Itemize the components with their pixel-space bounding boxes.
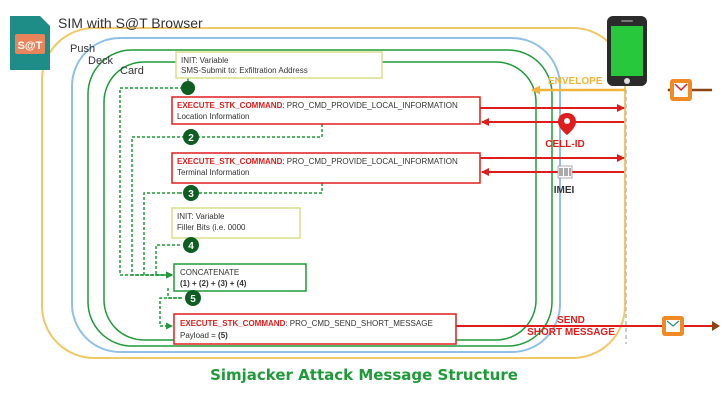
cmd3-sub-prefix: Payload = [180, 331, 218, 340]
location-pin-icon [558, 113, 576, 135]
flow-lines [119, 87, 323, 330]
init-filler-box [171, 207, 301, 239]
cmd2-sub: Terminal Information [177, 168, 249, 177]
diagram-caption: Simjacker Attack Message Structure [210, 366, 518, 384]
app-title: SIM with S@T Browser [58, 15, 203, 31]
send-sms-arrowhead [712, 321, 720, 331]
cmd1-keyword: EXECUTE_STK_COMMAND [177, 101, 283, 110]
init2-line2: Filler Bits (i.e. 0000 [177, 223, 246, 232]
init1-line1: INIT: Variable [181, 56, 229, 65]
cmd2-rest: : PRO_CMD_PROVIDE_LOCAL_INFORMATION [282, 157, 458, 166]
cmd3-sub-bold: (5) [218, 331, 228, 340]
start-node [181, 81, 195, 95]
init2-line1: INIT: Variable [177, 212, 225, 221]
cmd1-sub: Location Information [177, 112, 250, 121]
step-5-node: 5 [185, 290, 201, 306]
step-3-node: 3 [183, 185, 199, 201]
sim-icon-label: S@T [18, 40, 43, 52]
phone-icon [607, 16, 647, 86]
concat-line2: (1) + (2) + (3) + (4) [180, 279, 247, 288]
cmd1-rest: : PRO_CMD_PROVIDE_LOCAL_INFORMATION [282, 101, 458, 110]
send-label-line2: SHORT MESSAGE [527, 327, 615, 338]
cmd1-title: EXECUTE_STK_COMMAND: PRO_CMD_PROVIDE_LOC… [177, 101, 458, 110]
cmd2-title: EXECUTE_STK_COMMAND: PRO_CMD_PROVIDE_LOC… [177, 157, 458, 166]
deck-label: Deck [88, 55, 114, 67]
step-5-label: 5 [190, 294, 196, 305]
cmd3-sub: Payload = (5) [180, 331, 228, 340]
cell-id-label: CELL-ID [545, 139, 584, 150]
concat-line1: CONCATENATE [180, 268, 239, 277]
outgoing-sms-icon [662, 316, 684, 336]
cmd2-keyword: EXECUTE_STK_COMMAND [177, 157, 283, 166]
init1-line2: SMS-Submit to: Exfiltration Address [181, 66, 308, 75]
push-frame [71, 37, 561, 353]
step-4-node: 4 [183, 237, 199, 253]
init-variable-box [175, 51, 383, 79]
cmd3-title: EXECUTE_STK_COMMAND: PRO_CMD_SEND_SHORT_… [180, 319, 433, 328]
step-4-label: 4 [188, 241, 194, 252]
sat-sim-icon: S@T [10, 16, 50, 70]
step-3-label: 3 [188, 189, 194, 200]
step-2-label: 2 [188, 133, 194, 144]
envelope-label: ENVELOPE [548, 76, 603, 87]
deck-frame [87, 49, 553, 347]
barcode-icon [557, 165, 573, 179]
stk-command-send-sms-box [173, 313, 457, 345]
send-label-line1: SEND [557, 315, 585, 326]
cmd3-keyword: EXECUTE_STK_COMMAND [180, 319, 286, 328]
card-label: Card [120, 65, 144, 77]
attack-sms-icon [670, 79, 692, 101]
sim-frame [41, 27, 626, 359]
stk-command-terminal-info-box [171, 152, 481, 184]
push-label: Push [70, 43, 95, 55]
cmd3-rest: : PRO_CMD_SEND_SHORT_MESSAGE [285, 319, 432, 328]
stk-command-local-info-box [171, 96, 481, 125]
concatenate-box [173, 263, 307, 292]
step-2-node: 2 [183, 129, 199, 145]
imei-label: IMEI [554, 185, 575, 196]
